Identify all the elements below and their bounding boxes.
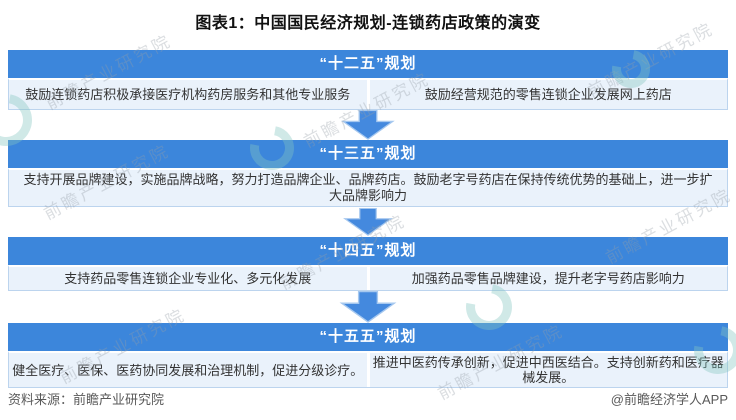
section-header: “十二五”规划 [8,50,728,78]
brand-note: @前瞻经济学人APP [610,392,728,407]
section-plan-13th: “十三五”规划 支持开展品牌建设，实施品牌战略，努力打造品牌企业、品牌药店。鼓励… [8,140,728,207]
section-header: “十五五”规划 [8,323,728,351]
section-header: “十四五”规划 [8,237,728,265]
down-arrow-icon [0,207,736,237]
section-content: 支持开展品牌建设，实施品牌战略，努力打造品牌企业、品牌药店。鼓励老字号药店在保持… [8,168,728,207]
cell-divider [366,80,370,109]
footer: 资料来源：前瞻产业研究院 @前瞻经济学人APP [8,389,728,408]
cell-divider [366,267,370,290]
section-plan-12th: “十二五”规划 鼓励连锁药店积极承接医疗机构药房服务和其他专业服务 鼓励经营规范… [8,50,728,110]
page-title: 图表1：中国国民经济规划-连锁药店政策的演变 [195,15,541,32]
cell-divider [366,353,370,387]
section-content: 健全医疗、医保、医药协同发展和治理机制，促进分级诊疗。 推进中医药传承创新，促进… [8,351,728,388]
policy-cell: 支持药品零售连锁企业专业化、多元化发展 [64,271,312,286]
section-plan-14th: “十四五”规划 支持药品零售连锁企业专业化、多元化发展 加强药品零售品牌建设，提… [8,237,728,291]
policy-cell: 健全医疗、医保、医药协同发展和治理机制，促进分级诊疗。 [12,362,364,378]
policy-cell: 支持开展品牌建设，实施品牌战略，努力打造品牌企业、品牌药店。鼓励老字号药店在保持… [23,172,713,203]
section-header: “十三五”规划 [8,140,728,168]
policy-cell: 鼓励经营规范的零售连锁企业发展网上药店 [424,87,672,102]
section-plan-15th: “十五五”规划 健全医疗、医保、医药协同发展和治理机制，促进分级诊疗。 推进中医… [8,323,728,388]
down-arrow-icon [0,110,736,140]
policy-flow: “十二五”规划 鼓励连锁药店积极承接医疗机构药房服务和其他专业服务 鼓励经营规范… [0,50,736,388]
down-arrow-icon [0,291,736,323]
policy-cell: 加强药品零售品牌建设，提升老字号药店影响力 [411,271,685,286]
source-note: 资料来源：前瞻产业研究院 [8,392,165,407]
section-content: 支持药品零售连锁企业专业化、多元化发展 加强药品零售品牌建设，提升老字号药店影响… [8,265,728,291]
section-content: 鼓励连锁药店积极承接医疗机构药房服务和其他专业服务 鼓励经营规范的零售连锁企业发… [8,78,728,110]
policy-cell: 推进中医药传承创新，促进中西医结合。支持创新药和医疗器械发展。 [372,355,724,385]
policy-cell: 鼓励连锁药店积极承接医疗机构药房服务和其他专业服务 [25,87,351,102]
